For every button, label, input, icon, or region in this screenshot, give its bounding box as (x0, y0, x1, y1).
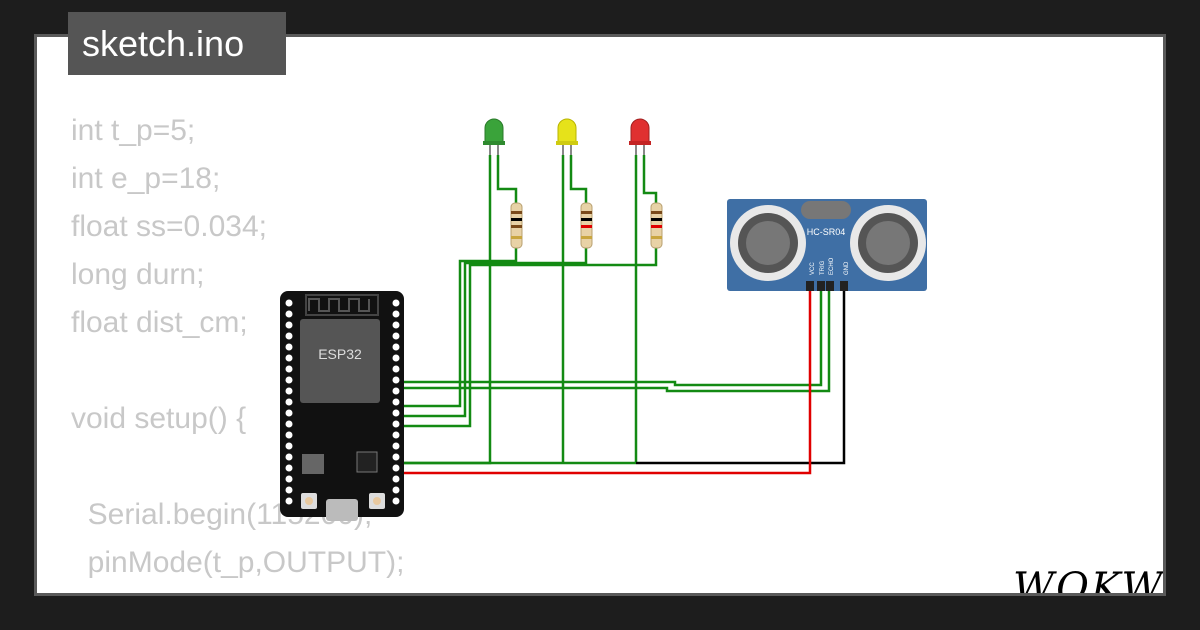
hc-sr04-sensor[interactable]: HC-SR04 VCC TRIG ECHO GND (727, 199, 927, 291)
resistor-1[interactable] (510, 202, 523, 249)
green-wires (401, 155, 831, 465)
led-green[interactable] (483, 118, 505, 155)
led-red[interactable] (629, 118, 651, 155)
wokwi-logo: WOKWi (1013, 565, 1166, 596)
pin-label-echo: ECHO (829, 257, 835, 275)
esp32-board[interactable]: ESP32 (280, 291, 404, 521)
sensor-label: HC-SR04 (807, 227, 846, 237)
resistor-2[interactable] (580, 202, 593, 249)
sketch-tab[interactable]: sketch.ino (68, 12, 286, 75)
code-line: float dist_cm; (71, 306, 248, 339)
resistor-3[interactable] (650, 202, 663, 249)
preview-frame: int t_p=5;int e_p=18;float ss=0.034; long… (34, 34, 1166, 596)
code-line: int t_p=5; (71, 114, 196, 147)
led-yellow[interactable] (556, 118, 578, 155)
code-line: pinMode(t_p,OUTPUT); (71, 546, 405, 579)
code-line: float ss=0.034; (71, 210, 267, 243)
power-wire (401, 288, 812, 475)
pin-label-vcc: VCC (810, 262, 816, 275)
pin-label-gnd: GND (844, 261, 850, 275)
code-line: int e_p=18; (71, 162, 221, 195)
code-line: void setup() { (71, 402, 247, 435)
esp32-label: ESP32 (318, 346, 362, 362)
ground-wire (636, 288, 846, 465)
pin-label-trig: TRIG (820, 260, 826, 275)
code-line: long durn; (71, 258, 205, 291)
circuit-diagram: ESP32 (280, 118, 927, 521)
